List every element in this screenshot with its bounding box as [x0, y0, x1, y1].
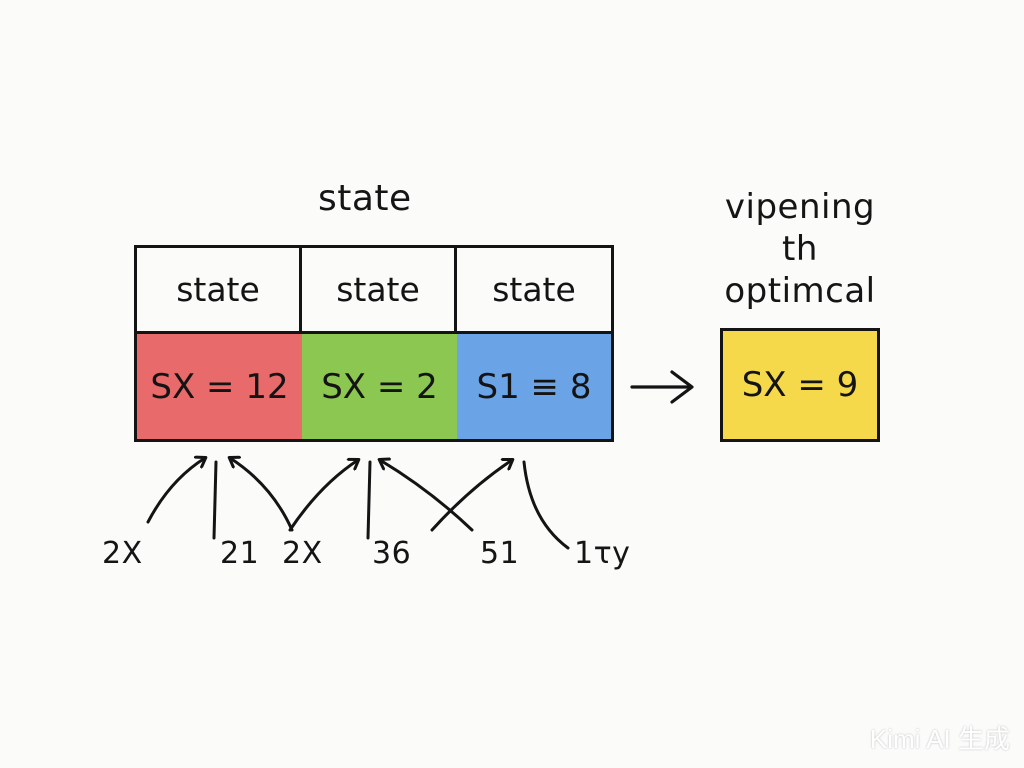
state-value-3: S1 ≡ 8: [457, 334, 611, 439]
state-header-2: state: [302, 248, 457, 334]
input-arrow-5a: [380, 460, 474, 532]
input-label-2: 21: [220, 536, 260, 571]
watermark: Kimi AI 生成: [869, 724, 1010, 754]
state-value-2: SX = 2: [302, 334, 457, 439]
input-label-5: 51: [480, 536, 520, 571]
result-caption: vipening th optimcal: [700, 186, 900, 312]
result-box: SX = 9: [720, 328, 880, 442]
input-arrow-1: [146, 458, 205, 524]
state-header-1: state: [137, 248, 302, 334]
input-arrow-5b: [430, 460, 512, 532]
result-caption-line: th: [782, 229, 818, 269]
input-line-4: [366, 460, 372, 540]
input-line-2: [212, 460, 218, 540]
diagram-title: state: [318, 178, 412, 219]
input-line-6: [522, 460, 570, 550]
input-label-3: 2X: [282, 536, 323, 571]
input-label-6: 1τy: [574, 536, 631, 571]
result-caption-line: optimcal: [724, 271, 876, 311]
result-arrow-head: [670, 370, 694, 404]
result-caption-line: vipening: [724, 187, 876, 227]
input-label-4: 36: [372, 536, 412, 571]
state-table: state state state SX = 12 SX = 2 S1 ≡ 8: [134, 245, 614, 442]
state-value-1: SX = 12: [137, 334, 302, 439]
input-arrow-3a: [230, 458, 294, 532]
state-header-3: state: [457, 248, 611, 334]
input-arrow-3b: [288, 460, 358, 532]
input-label-1: 2X: [102, 536, 143, 571]
